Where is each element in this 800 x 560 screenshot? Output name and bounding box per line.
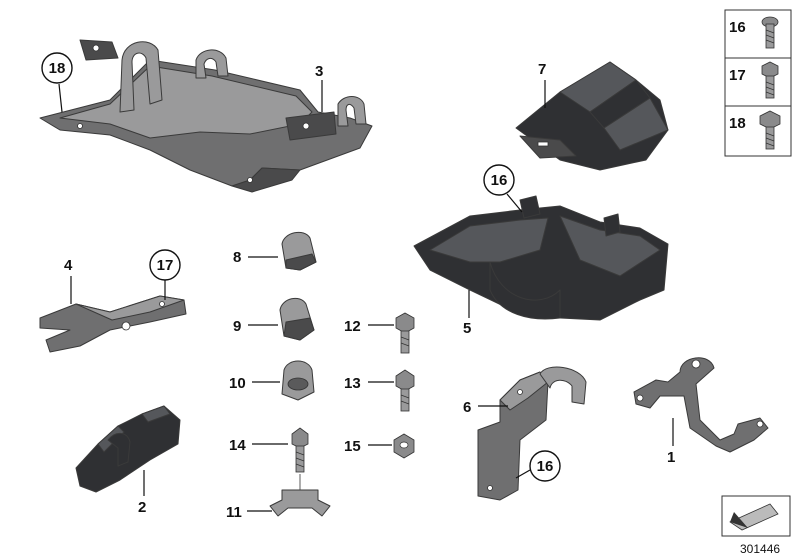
callout-16-bottom-label: 16 — [537, 458, 554, 475]
part-15-label: 15 — [344, 438, 361, 455]
part-5-label: 5 — [463, 320, 471, 337]
callout-17-label: 17 — [157, 257, 174, 274]
leader-18 — [58, 83, 63, 113]
callout-circle-16-bottom — [529, 450, 561, 482]
callout-circle-18 — [41, 52, 73, 84]
callout-circle-16-top — [483, 164, 515, 196]
part-1-wire-bracket — [633, 357, 769, 453]
part-6-label: 6 — [463, 399, 471, 416]
part-8-clip — [281, 231, 317, 271]
part-14-label: 14 — [229, 437, 246, 454]
part-13-bolt — [395, 369, 415, 412]
reference-number: 301446 — [740, 542, 780, 556]
part-10-clip — [281, 360, 315, 401]
part-5-cable-tray — [413, 195, 669, 321]
part-11-base-clip — [269, 474, 331, 517]
leader-16-bottom — [515, 469, 531, 479]
part-2-cable-clip — [75, 405, 181, 493]
reference-arrow-icon — [721, 495, 791, 537]
part-8-label: 8 — [233, 249, 241, 266]
part-10-label: 10 — [229, 375, 246, 392]
screw-16-icon — [761, 16, 779, 49]
part-11-label: 11 — [226, 504, 242, 521]
part-12-label: 12 — [344, 318, 361, 335]
part-14-screw — [291, 427, 309, 473]
part-9-label: 9 — [233, 318, 241, 335]
leader-16-top — [506, 193, 523, 213]
part-2-label: 2 — [138, 499, 146, 516]
callout-16-top-label: 16 — [491, 172, 508, 189]
part-7-label: 7 — [538, 61, 546, 78]
part-7-connector-holder — [515, 61, 669, 171]
part-6-bracket — [477, 366, 587, 501]
screw-18-icon — [759, 110, 781, 150]
part-3-label: 3 — [315, 63, 323, 80]
part-4-bracket — [39, 295, 187, 353]
part-4-label: 4 — [64, 257, 73, 274]
part-1-label: 1 — [667, 449, 675, 466]
legend-17-label: 17 — [729, 67, 746, 84]
part-13-label: 13 — [344, 375, 361, 392]
part-3-mounting-bracket — [39, 39, 373, 193]
screw-17-icon — [761, 61, 779, 99]
callout-18-label: 18 — [49, 60, 66, 77]
part-15-nut — [393, 433, 415, 459]
legend-18-label: 18 — [729, 115, 746, 132]
fastener-legend: 16 17 18 — [724, 9, 792, 157]
part-12-bolt — [395, 312, 415, 354]
legend-16-label: 16 — [729, 19, 746, 36]
part-9-clip — [279, 297, 315, 341]
